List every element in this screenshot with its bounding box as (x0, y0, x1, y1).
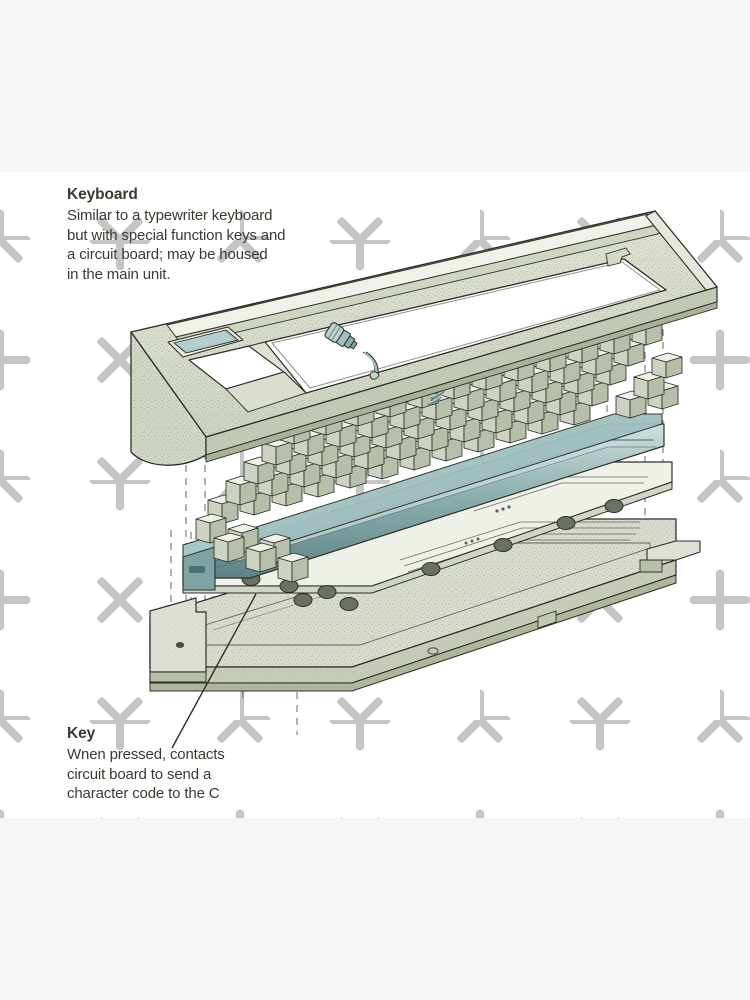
callout-key-line-3: character code to the C (67, 785, 220, 803)
callout-keyboard-line-3: a circuit board; may be housed (67, 246, 268, 264)
callout-keyboard-title: Keyboard (67, 186, 138, 203)
top-letterbox-band (0, 0, 750, 172)
callout-key-line-1: Wnen pressed, contacts (67, 746, 225, 763)
callout-keyboard-line-4: in the main unit. (67, 265, 171, 283)
callout-key-line-2: circuit board to send a (67, 765, 212, 783)
callout-keyboard: Keyboard Similar to a typewriter keyboar… (67, 185, 286, 284)
callout-key: Key Wnen pressed, contacts circuit board… (67, 724, 225, 804)
callout-key-title: Key (67, 725, 96, 742)
callout-keyboard-line-1: Similar to a typewriter keyboard (67, 207, 273, 224)
callout-keyboard-line-2: but with special function keys and (67, 226, 286, 244)
bottom-letterbox-band (0, 818, 750, 1000)
